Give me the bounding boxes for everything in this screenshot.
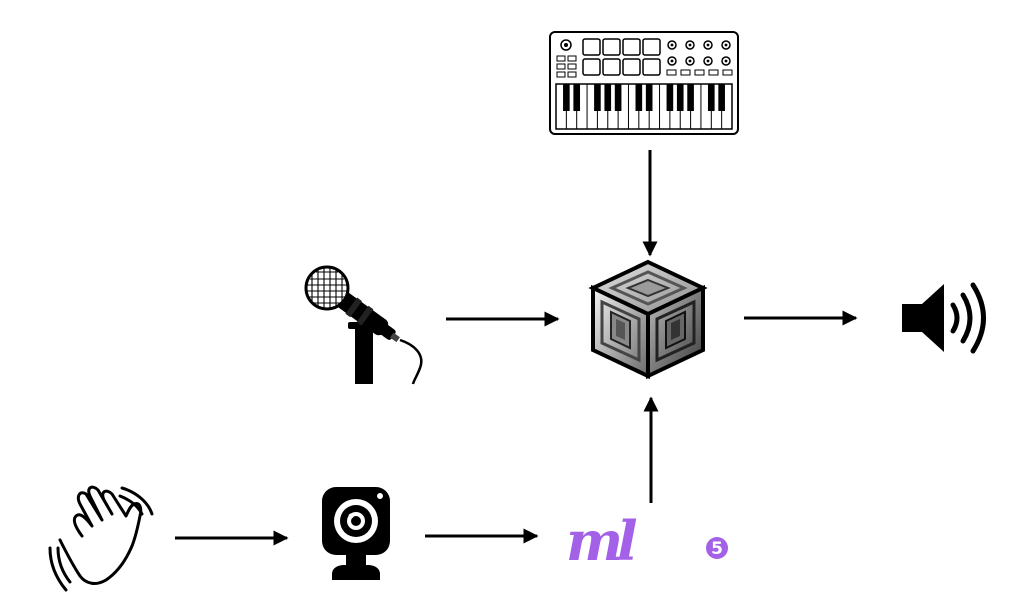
ml5-badge-number: 5 [711,539,723,559]
3d-cube-icon [588,259,708,380]
midi-keyboard-icon [549,31,739,135]
black-key [707,84,715,111]
ml5-badge [706,537,728,559]
waving-hand-icon [48,485,154,592]
black-key [635,84,643,111]
ml5-logo: ml 5 [566,509,728,573]
black-key [687,84,694,111]
black-key [604,84,612,111]
black-key [718,84,725,111]
black-key [594,84,601,111]
black-key [614,84,622,111]
black-key [573,84,581,111]
black-key [645,84,653,111]
black-key [563,84,570,111]
microphone-icon [304,265,423,385]
black-key [676,84,684,111]
ml5-logo-text: ml [566,509,637,573]
webcam-icon [322,487,390,580]
black-key [666,84,674,111]
speaker-icon [902,282,986,354]
arrows [175,150,858,546]
